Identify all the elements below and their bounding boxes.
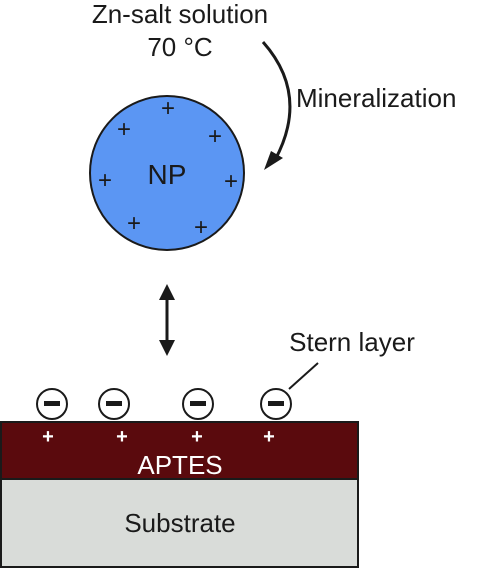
stern-layer-ions: [36, 388, 292, 420]
double-headed-arrow-icon: [159, 284, 175, 356]
substrate-label: Substrate: [124, 508, 235, 538]
mineralization-label: Mineralization: [296, 83, 456, 113]
curved-arrow-icon: [261, 41, 292, 161]
np-charge-5: +: [224, 168, 238, 195]
np-charge-7: +: [194, 214, 208, 241]
solution-label-line2: 70 °C: [147, 32, 212, 62]
stern-ion-3: [182, 388, 214, 420]
aptes-label: APTES: [137, 450, 222, 480]
aptes-charge-2: +: [116, 426, 128, 448]
nanoparticle-circle: [89, 95, 245, 251]
nanoparticle-charges: + + + + + + +: [98, 95, 238, 241]
stern-ion-2: [98, 388, 130, 420]
stern-layer-pointer: [288, 362, 319, 390]
aptes-charge-3: +: [191, 426, 203, 448]
np-charge-4: +: [98, 167, 112, 194]
np-charge-6: +: [127, 210, 141, 237]
np-charge-1: +: [161, 95, 175, 122]
np-charge-3: +: [208, 123, 222, 150]
stern-layer-label: Stern layer: [289, 327, 415, 357]
nanoparticle-label: NP: [148, 159, 187, 190]
stern-ion-1: [36, 388, 68, 420]
substrate-layer: [0, 478, 359, 568]
aptes-layer: [0, 421, 359, 480]
np-charge-2: +: [117, 116, 131, 143]
curved-arrow-head: [264, 151, 283, 170]
solution-label-line1: Zn-salt solution: [92, 0, 268, 29]
aptes-charge-4: +: [263, 426, 275, 448]
aptes-charge-1: +: [42, 426, 54, 448]
aptes-charges: + + + +: [42, 426, 275, 448]
stern-ion-4: [260, 388, 292, 420]
